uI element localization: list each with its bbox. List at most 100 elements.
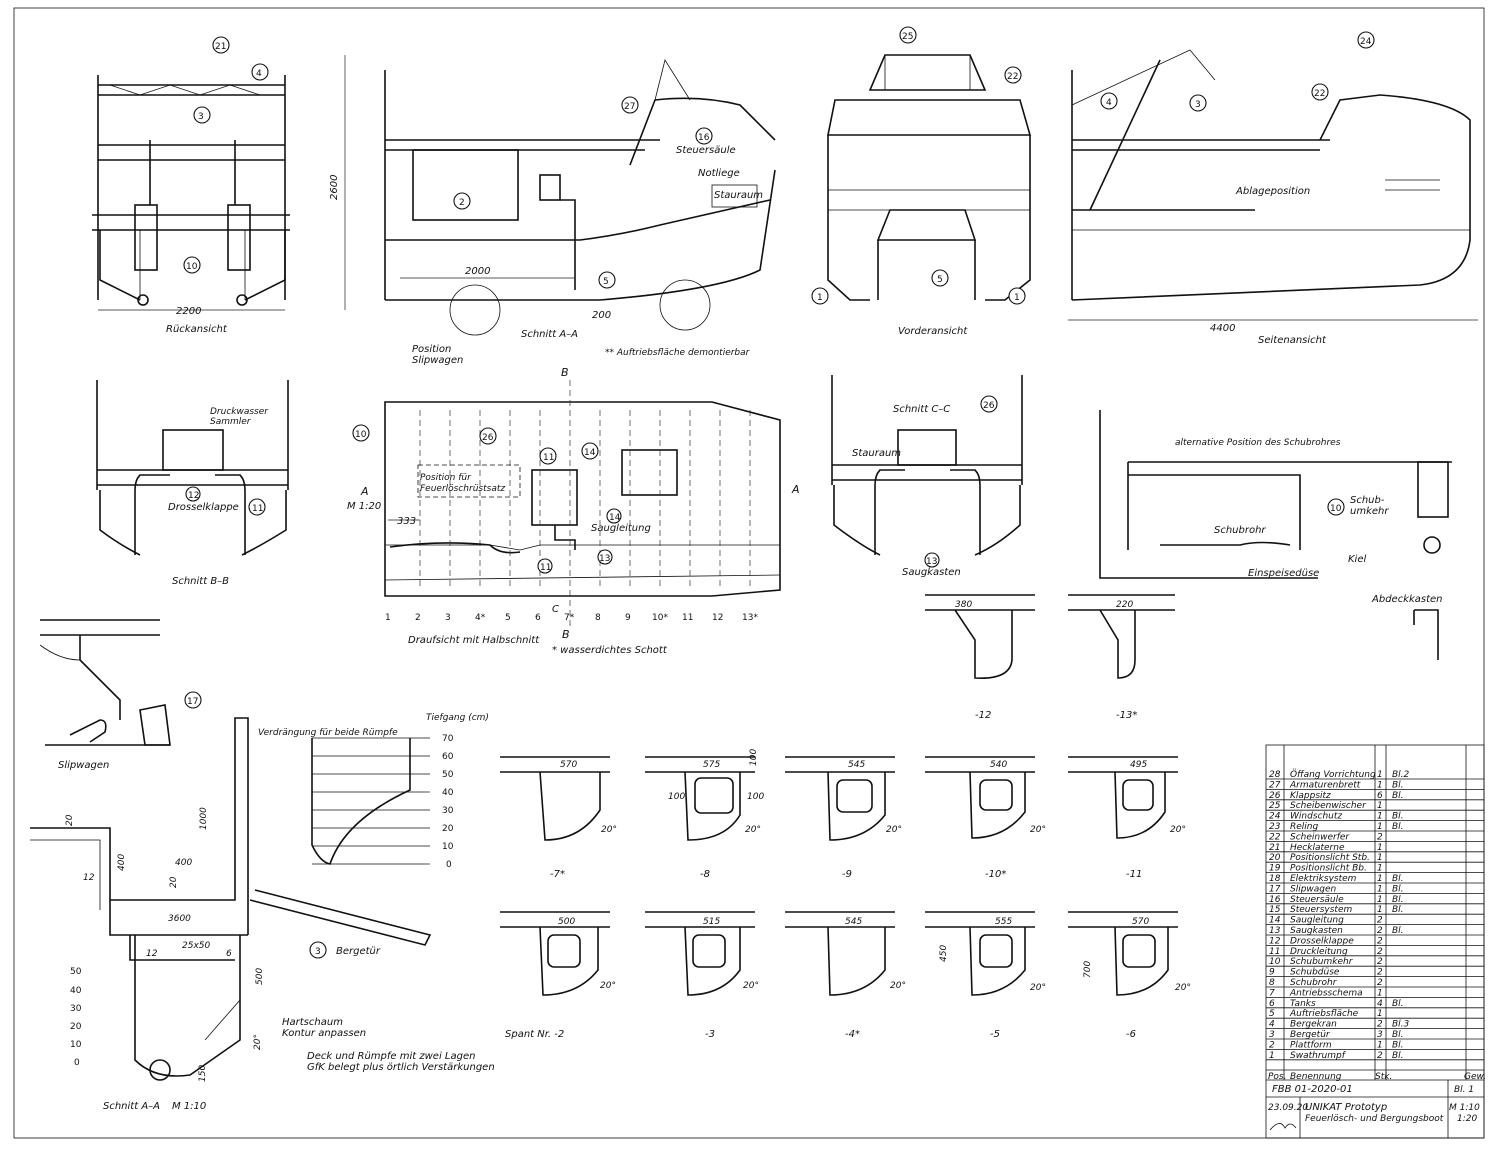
frame-numbers: 1 2 3 4* 5 6 7* 8 9 10* 11 12 13* [385, 613, 758, 623]
parts-ref: Bl. [1392, 905, 1404, 915]
callout-11c: 11 [540, 563, 551, 573]
svg-text:40: 40 [442, 788, 454, 798]
frame-no-7: 7* [564, 613, 575, 623]
parts-name: Scheibenwischer [1290, 801, 1367, 811]
callout-5b: 5 [937, 275, 943, 285]
parts-pos: 1 [1269, 1051, 1275, 1061]
frame-12-label: -12 [975, 710, 991, 721]
side-view: 4400 Seitenansicht Ablageposition 24 22 … [1068, 31, 1478, 346]
callout-4b: 4 [1106, 98, 1112, 108]
front-view: 25 22 1 5 1 Vorderansicht [811, 26, 1032, 337]
dim-2000: 2000 [465, 266, 490, 277]
parts-pos: 24 [1269, 812, 1281, 822]
svg-text:10: 10 [442, 842, 454, 852]
stauraum-label: Stauraum [714, 190, 763, 201]
section-cc-title: Schnitt C–C [893, 404, 950, 415]
svg-text:3600: 3600 [168, 914, 191, 924]
svg-text:495: 495 [1130, 760, 1147, 770]
callout-12: 12 [188, 491, 199, 501]
callout-10b: 10 [355, 430, 367, 440]
parts-name: Plattform [1290, 1040, 1332, 1050]
svg-text:25x50: 25x50 [182, 941, 211, 951]
section-aa-y-axis: 50 40 30 20 10 0 [70, 967, 82, 1068]
section-mark-b-bottom: B [562, 628, 570, 641]
signature-icon [1269, 1123, 1297, 1131]
parts-ref: Bl. [1392, 926, 1404, 936]
callout-1b: 1 [1014, 293, 1020, 303]
callout-21: 21 [215, 42, 226, 52]
svg-text:20°: 20° [601, 825, 617, 835]
callout-10c: 10 [1330, 504, 1342, 514]
section-aa-title: Schnitt A–A [521, 329, 578, 340]
callout-3b: 3 [1195, 100, 1201, 110]
callout-14b: 14 [609, 513, 621, 523]
parts-qty: 2 [1377, 978, 1383, 988]
parts-name: Drosselklappe [1290, 936, 1354, 946]
parts-qty: 4 [1377, 999, 1383, 1009]
svg-text:555: 555 [995, 917, 1012, 927]
frames-row2: 500 20° Spant Nr. -2 515 20° -3 545 20° … [500, 911, 1191, 1040]
side-length-dim: 4400 [1210, 323, 1235, 334]
callout-3: 3 [198, 112, 204, 122]
svg-text:-7*: -7* [550, 869, 565, 880]
slipwagen-position-label-1: Position [412, 344, 451, 355]
parts-name: Positionslicht Bb. [1290, 864, 1367, 874]
parts-qty: 1 [1377, 1040, 1383, 1050]
title-line1: UNIKAT Prototyp [1305, 1102, 1387, 1113]
parts-pos: 25 [1269, 801, 1281, 811]
callout-14: 14 [584, 448, 596, 458]
frame-6: 570 700 20° -6 [1068, 911, 1191, 1040]
frame-4: 545 20° -4* [785, 911, 906, 1040]
frame-no-6: 6 [535, 613, 541, 623]
auftrieb-note: ** Auftriebsfläche demontierbar [605, 348, 751, 358]
parts-ref: Bl. [1392, 1030, 1404, 1040]
svg-text:500: 500 [558, 917, 575, 927]
parts-pos: 10 [1269, 957, 1281, 967]
parts-name: Armaturenbrett [1289, 780, 1361, 790]
parts-ref: Bl. [1392, 895, 1404, 905]
col-qty: Stk. [1375, 1072, 1392, 1082]
bergetuer-label: Bergetür [336, 946, 381, 957]
frame-9: 545 20° -9 [785, 756, 902, 880]
feuerloesch-label-2: Feuerlöschrüstsatz [420, 484, 505, 494]
dim-333: 333 [397, 516, 416, 527]
svg-text:20: 20 [65, 814, 75, 826]
svg-text:70: 70 [442, 734, 454, 744]
svg-text:500: 500 [255, 968, 265, 985]
rear-view: 2200 Rückansicht 21 4 3 10 [92, 36, 290, 335]
parts-qty: 2 [1377, 1051, 1383, 1061]
dim-200: 200 [592, 310, 611, 321]
frame-2: 500 20° Spant Nr. -2 [500, 911, 616, 1040]
parts-name: Positionslicht Stb. [1290, 853, 1370, 863]
svg-text:400: 400 [117, 854, 127, 871]
svg-text:515: 515 [703, 917, 720, 927]
frame-5: 555 450 20° -5 [925, 911, 1046, 1040]
height-dim: 2600 [329, 175, 340, 200]
callout-11b: 11 [543, 453, 554, 463]
abdeckkasten-label: Abdeckkasten [1371, 594, 1443, 605]
saugleitung-label: Saugleitung [591, 523, 651, 534]
svg-text:6: 6 [226, 949, 232, 959]
sammler-label: Sammler [210, 417, 252, 427]
svg-text:570: 570 [560, 760, 577, 770]
parts-ref: Bl.3 [1392, 1020, 1410, 1030]
frame-no-11: 11 [682, 613, 693, 623]
frame-no-3: 3 [445, 613, 451, 623]
frame-no-9: 9 [625, 613, 631, 623]
parts-pos: 23 [1269, 822, 1281, 832]
parts-qty: 2 [1377, 957, 1383, 967]
svg-text:50: 50 [442, 770, 454, 780]
steuersaeule-label: Steuersäule [676, 145, 736, 156]
svg-text:100: 100 [749, 749, 759, 766]
